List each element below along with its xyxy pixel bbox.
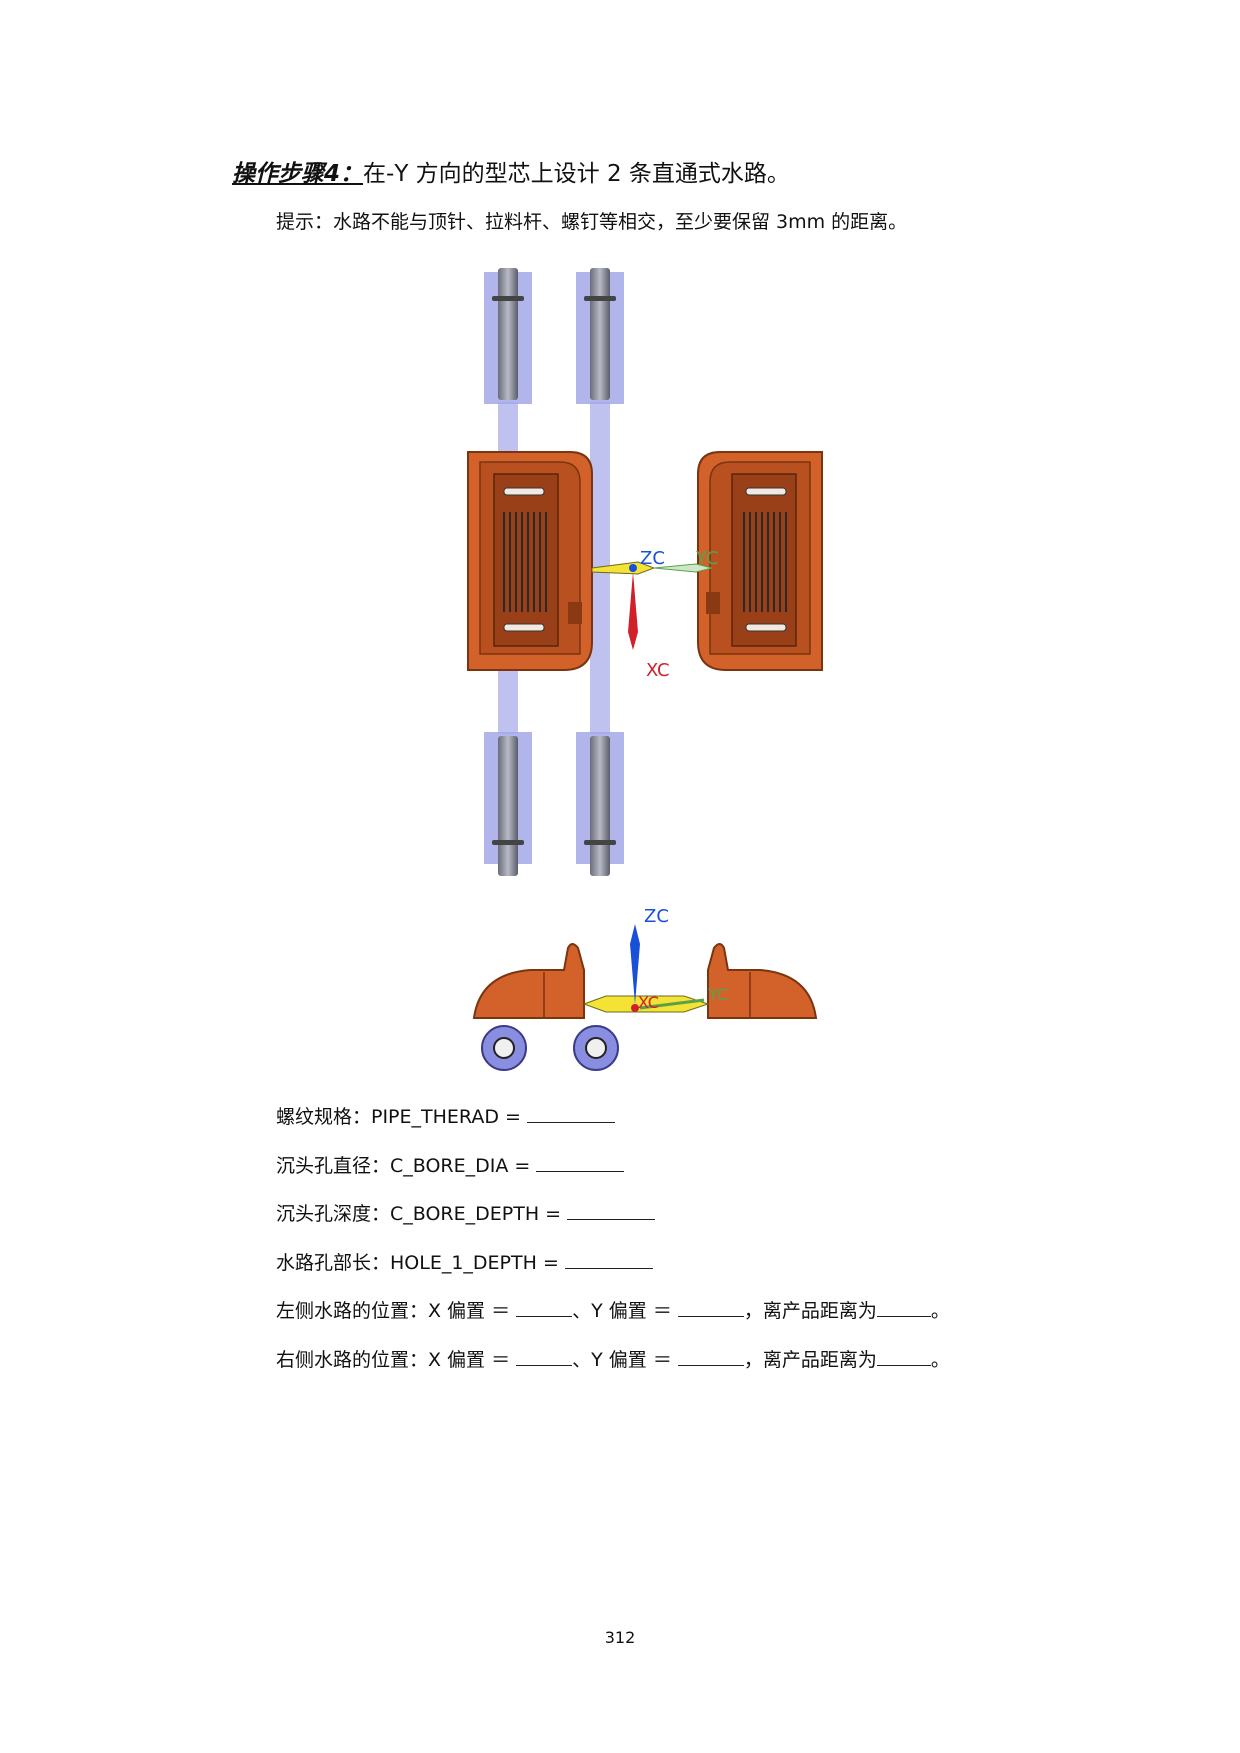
left-core-side — [472, 943, 585, 1019]
answer-blank[interactable] — [564, 1246, 653, 1269]
field-label: 螺纹规格：PIPE_THERAD = — [276, 1106, 527, 1128]
y-offset-blank[interactable] — [677, 1343, 744, 1366]
right-core-side — [707, 943, 818, 1019]
side-axis-label-yc: YC — [707, 985, 728, 1004]
axis-label-yc: YC — [695, 548, 719, 569]
side-axis-label-xc: XC — [638, 993, 659, 1012]
field-label: 右侧水路的位置：X 偏置 ＝ — [276, 1348, 517, 1371]
wcs-axes-side: ZC XC YC — [630, 906, 728, 1012]
parameter-fields: 螺纹规格：PIPE_THERAD = 沉头孔直径：C_BORE_DIA = 沉头… — [276, 1100, 1036, 1391]
answer-blank[interactable] — [536, 1149, 625, 1172]
field-label: 水路孔部长：HOLE_1_DEPTH = — [276, 1251, 565, 1274]
mold-side-view-figure: ZC XC YC — [460, 904, 830, 1076]
field-right-water-position: 右侧水路的位置：X 偏置 ＝ 、Y 偏置 ＝ ，离产品距离为 。 — [276, 1343, 1036, 1392]
distance-blank[interactable] — [876, 1294, 931, 1317]
field-suffix: ，离产品距离为 — [743, 1300, 877, 1322]
field-sep: 、Y 偏置 ＝ — [572, 1348, 678, 1371]
mold-top-view-figure: ZC YC XC — [460, 262, 830, 882]
runner-side — [582, 995, 710, 1013]
axis-label-zc: ZC — [640, 548, 665, 569]
step-label: 操作步骤4： — [232, 161, 364, 187]
field-pipe-thread: 螺纹规格：PIPE_THERAD = — [276, 1100, 1036, 1149]
mold-side-view-svg: ZC XC YC — [472, 906, 818, 1071]
x-offset-blank[interactable] — [516, 1294, 573, 1317]
field-sep: 、Y 偏置 ＝ — [572, 1300, 678, 1322]
y-offset-blank[interactable] — [677, 1294, 744, 1317]
ejector-heads-side — [481, 1025, 619, 1071]
answer-blank[interactable] — [526, 1100, 615, 1123]
field-left-water-position: 左侧水路的位置：X 偏置 ＝ 、Y 偏置 ＝ ，离产品距离为 。 — [276, 1294, 1036, 1343]
x-offset-blank[interactable] — [516, 1343, 573, 1366]
distance-blank[interactable] — [876, 1343, 931, 1366]
hint-text: 提示：水路不能与顶针、拉料杆、螺钉等相交，至少要保留 3mm 的距离。 — [276, 211, 908, 233]
field-end: 。 — [930, 1300, 950, 1322]
axis-label-xc: XC — [646, 660, 670, 681]
field-c-bore-depth: 沉头孔深度：C_BORE_DEPTH = — [276, 1197, 1036, 1246]
mold-top-view-svg: ZC YC XC — [467, 268, 823, 876]
field-end: 。 — [930, 1348, 950, 1371]
side-axis-label-zc: ZC — [644, 906, 669, 927]
answer-blank[interactable] — [567, 1197, 656, 1220]
step-title: 操作步骤4：在-Y 方向的型芯上设计 2 条直通式水路。 — [232, 158, 790, 190]
runner — [591, 561, 713, 575]
field-label: 沉头孔直径：C_BORE_DIA = — [276, 1154, 537, 1177]
field-label: 沉头孔深度：C_BORE_DEPTH = — [276, 1203, 568, 1225]
field-label: 左侧水路的位置：X 偏置 ＝ — [276, 1300, 517, 1322]
field-suffix: ，离产品距离为 — [743, 1348, 877, 1371]
step-text: 在-Y 方向的型芯上设计 2 条直通式水路。 — [363, 161, 790, 187]
left-core-insert — [467, 451, 593, 671]
field-hole-1-depth: 水路孔部长：HOLE_1_DEPTH = — [276, 1246, 1036, 1295]
right-core-insert — [697, 451, 823, 671]
page-number: 312 — [604, 1628, 636, 1647]
wcs-axes: ZC YC XC — [628, 548, 719, 681]
field-c-bore-dia: 沉头孔直径：C_BORE_DIA = — [276, 1149, 1036, 1198]
